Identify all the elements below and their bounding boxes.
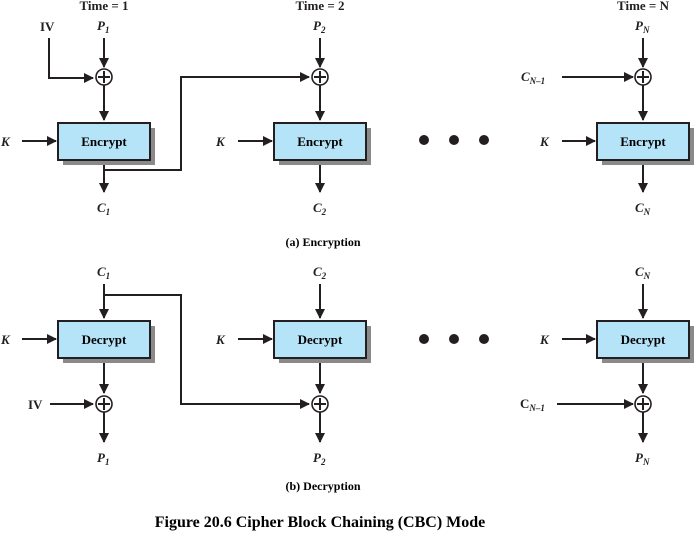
feedback-line — [104, 72, 310, 171]
decryption-section: C1 C2 CN Decrypt Decrypt Decrypt K K K — [0, 264, 694, 493]
key-label: K — [539, 134, 550, 149]
xor-icon — [311, 68, 329, 86]
key-label: K — [0, 332, 11, 347]
xor-icon — [95, 68, 113, 86]
encrypt-stage: Encrypt Encrypt Encrypt K K K — [0, 38, 694, 193]
svg-text:Decrypt: Decrypt — [298, 332, 343, 347]
iv-label: IV — [28, 397, 43, 412]
xor-icon — [634, 68, 652, 86]
ellipsis-dots — [419, 135, 489, 145]
decrypt-block-n: Decrypt — [596, 320, 694, 363]
time-label-2: Time = 2 — [295, 0, 344, 13]
encryption-caption: (a) Encryption — [286, 235, 361, 249]
plaintext-1-label: P1 — [97, 18, 109, 35]
iv-label: IV — [40, 19, 55, 34]
chain-input-label: CN–1 — [520, 396, 545, 413]
figure-title: Figure 20.6 Cipher Block Chaining (CBC) … — [155, 514, 486, 531]
iv-arrow — [48, 38, 94, 83]
key-label: K — [0, 134, 11, 149]
encrypt-block-n: Encrypt — [596, 122, 694, 165]
decrypt-block-2: Decrypt — [273, 320, 371, 363]
svg-text:Encrypt: Encrypt — [81, 134, 127, 149]
decryption-caption: (b) Decryption — [286, 479, 361, 493]
ciphertext-1-label: C1 — [97, 200, 110, 217]
plaintext-2-label: P2 — [313, 450, 326, 467]
plaintext-2-label: P2 — [313, 18, 326, 35]
xor-icon — [311, 395, 329, 413]
encrypt-block-1: Encrypt — [57, 122, 155, 165]
plaintext-n-label: PN — [635, 18, 650, 35]
ciphertext-2-label: C2 — [313, 200, 327, 217]
xor-icon — [95, 395, 113, 413]
svg-text:Encrypt: Encrypt — [620, 134, 666, 149]
plaintext-1-label: P1 — [97, 450, 109, 467]
ellipsis-dots — [419, 334, 489, 344]
time-label-n: Time = N — [617, 0, 670, 13]
key-label: K — [539, 332, 550, 347]
time-label-1: Time = 1 — [79, 0, 128, 13]
plaintext-n-label: PN — [635, 450, 650, 467]
ciphertext-n-label: CN — [635, 264, 651, 281]
svg-text:Decrypt: Decrypt — [621, 332, 666, 347]
chain-input-label: CN–1 — [521, 69, 545, 86]
key-label: K — [215, 332, 226, 347]
svg-text:Decrypt: Decrypt — [82, 332, 127, 347]
decrypt-block-1: Decrypt — [57, 320, 155, 363]
encrypt-block-2: Encrypt — [273, 122, 371, 165]
key-label: K — [215, 134, 226, 149]
ciphertext-1-label: C1 — [97, 264, 110, 281]
xor-icon — [634, 395, 652, 413]
feedback-line — [104, 294, 310, 409]
ciphertext-2-label: C2 — [313, 264, 327, 281]
svg-text:Encrypt: Encrypt — [297, 134, 343, 149]
encryption-section: Time = 1 Time = 2 Time = N P1 P2 PN IV C… — [0, 0, 694, 249]
ciphertext-n-label: CN — [635, 200, 651, 217]
